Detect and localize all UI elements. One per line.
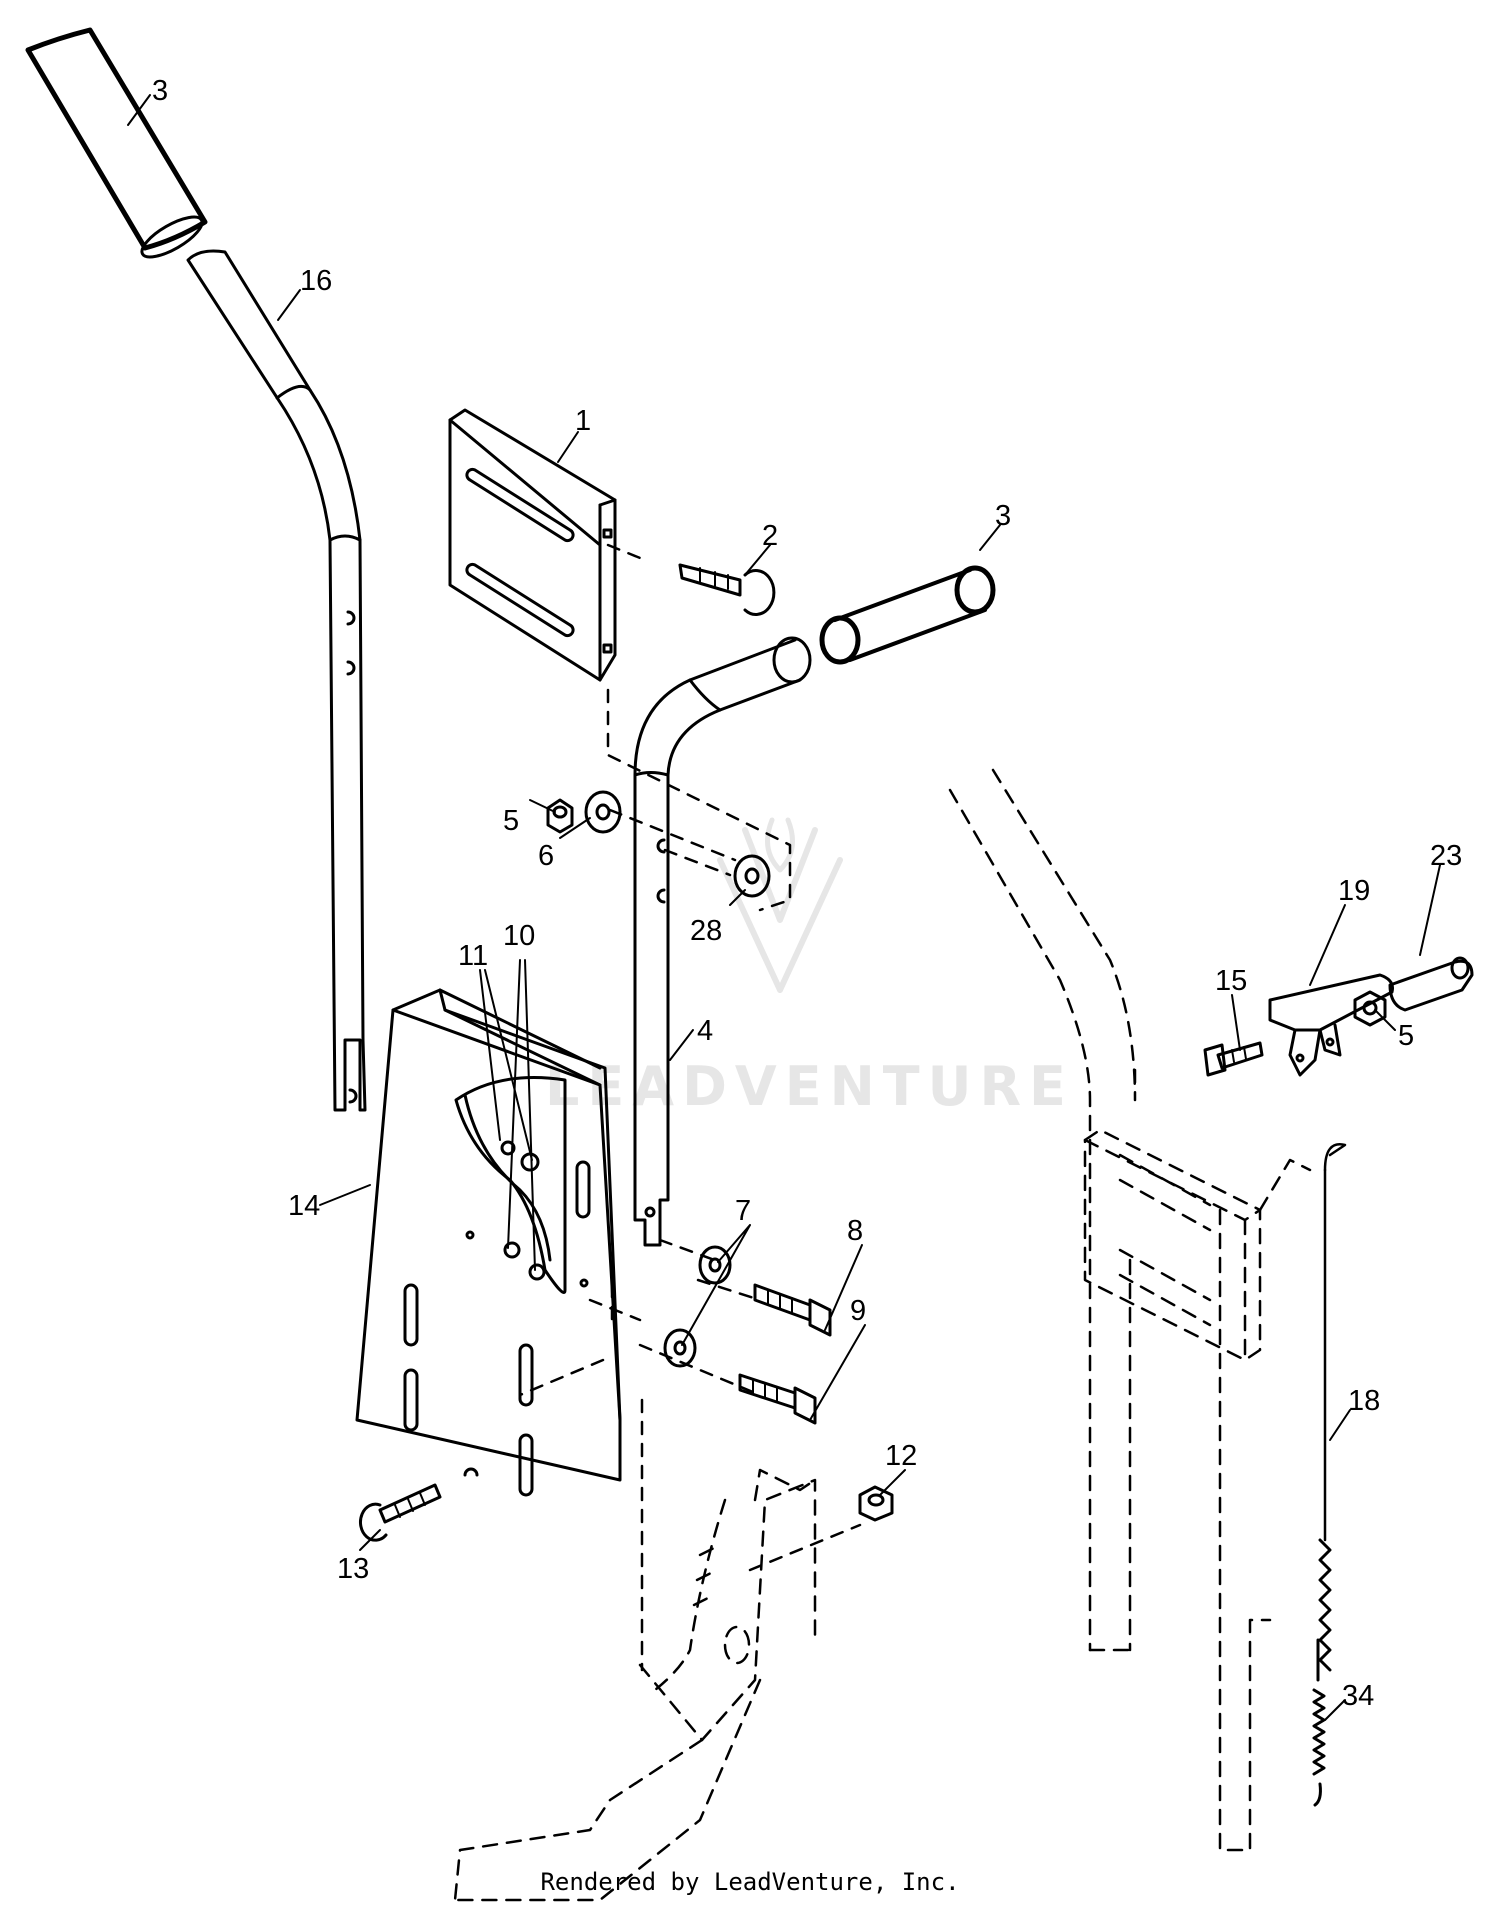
leader-lines: [127, 94, 1441, 1721]
callout-5-right: 5: [1398, 1020, 1414, 1052]
part-3-left-grip: [25, 27, 208, 259]
watermark-logo: [717, 817, 843, 993]
part-4-right-handle-tube: [633, 636, 812, 1247]
callout-8: 8: [847, 1215, 863, 1247]
part-2-carriage-bolt: [678, 563, 776, 616]
part-1-bracket-plate: [448, 408, 617, 682]
part-34-spring: [1312, 1638, 1326, 1807]
part-8-hex-bolt: [753, 1283, 832, 1337]
callout-15: 15: [1215, 965, 1247, 997]
part-19-clip: [1268, 973, 1394, 1077]
callouts: 3 16 1 2 3 5 6 28 4 11 10 14 7 8 9 12 13…: [152, 75, 1462, 1712]
part-9-hex-bolt: [738, 1373, 817, 1425]
part-16-left-handle-tube: [186, 249, 367, 1112]
part-6-washer: [584, 790, 622, 834]
part-5-hex-nut: [546, 798, 574, 834]
part-5-hex-nut-right: [1353, 990, 1387, 1027]
callout-1: 1: [575, 405, 591, 437]
callout-9: 9: [850, 1295, 866, 1327]
part-28-washer: [733, 854, 771, 898]
callout-14: 14: [288, 1190, 320, 1222]
callout-16: 16: [300, 265, 332, 297]
callout-10: 10: [503, 920, 535, 952]
callout-6: 6: [538, 840, 554, 872]
part-23-sleeve: [1388, 956, 1474, 1012]
callout-28: 28: [690, 915, 722, 947]
part-7-washers: [663, 1245, 732, 1368]
handle-phantom-right: [948, 768, 1312, 1852]
callout-13: 13: [337, 1553, 369, 1585]
part-18-rod: [1318, 1143, 1347, 1672]
callout-18: 18: [1348, 1385, 1380, 1417]
callout-12: 12: [885, 1440, 917, 1472]
part-15-hex-bolt: [1203, 1041, 1264, 1077]
watermark-text: LEADVENTURE: [545, 1055, 1074, 1118]
callout-19: 19: [1338, 875, 1370, 907]
callout-3-right: 3: [995, 500, 1011, 532]
part-13-carriage-bolt: [358, 1483, 442, 1542]
mower-frame-phantom: [453, 1468, 817, 1902]
callout-3-left: 3: [152, 75, 168, 107]
callout-11: 11: [458, 940, 488, 972]
part-12-nut: [858, 1485, 894, 1522]
callout-5-left: 5: [503, 805, 519, 837]
callout-2: 2: [762, 520, 778, 552]
footer-credit: Rendered by LeadVenture, Inc.: [540, 1868, 960, 1896]
callout-23: 23: [1430, 840, 1462, 872]
part-3-right-grip: [819, 565, 996, 665]
callout-34: 34: [1342, 1680, 1374, 1712]
callout-4: 4: [697, 1015, 713, 1047]
callout-7: 7: [735, 1195, 751, 1227]
part-14-mounting-bracket: [355, 988, 622, 1497]
